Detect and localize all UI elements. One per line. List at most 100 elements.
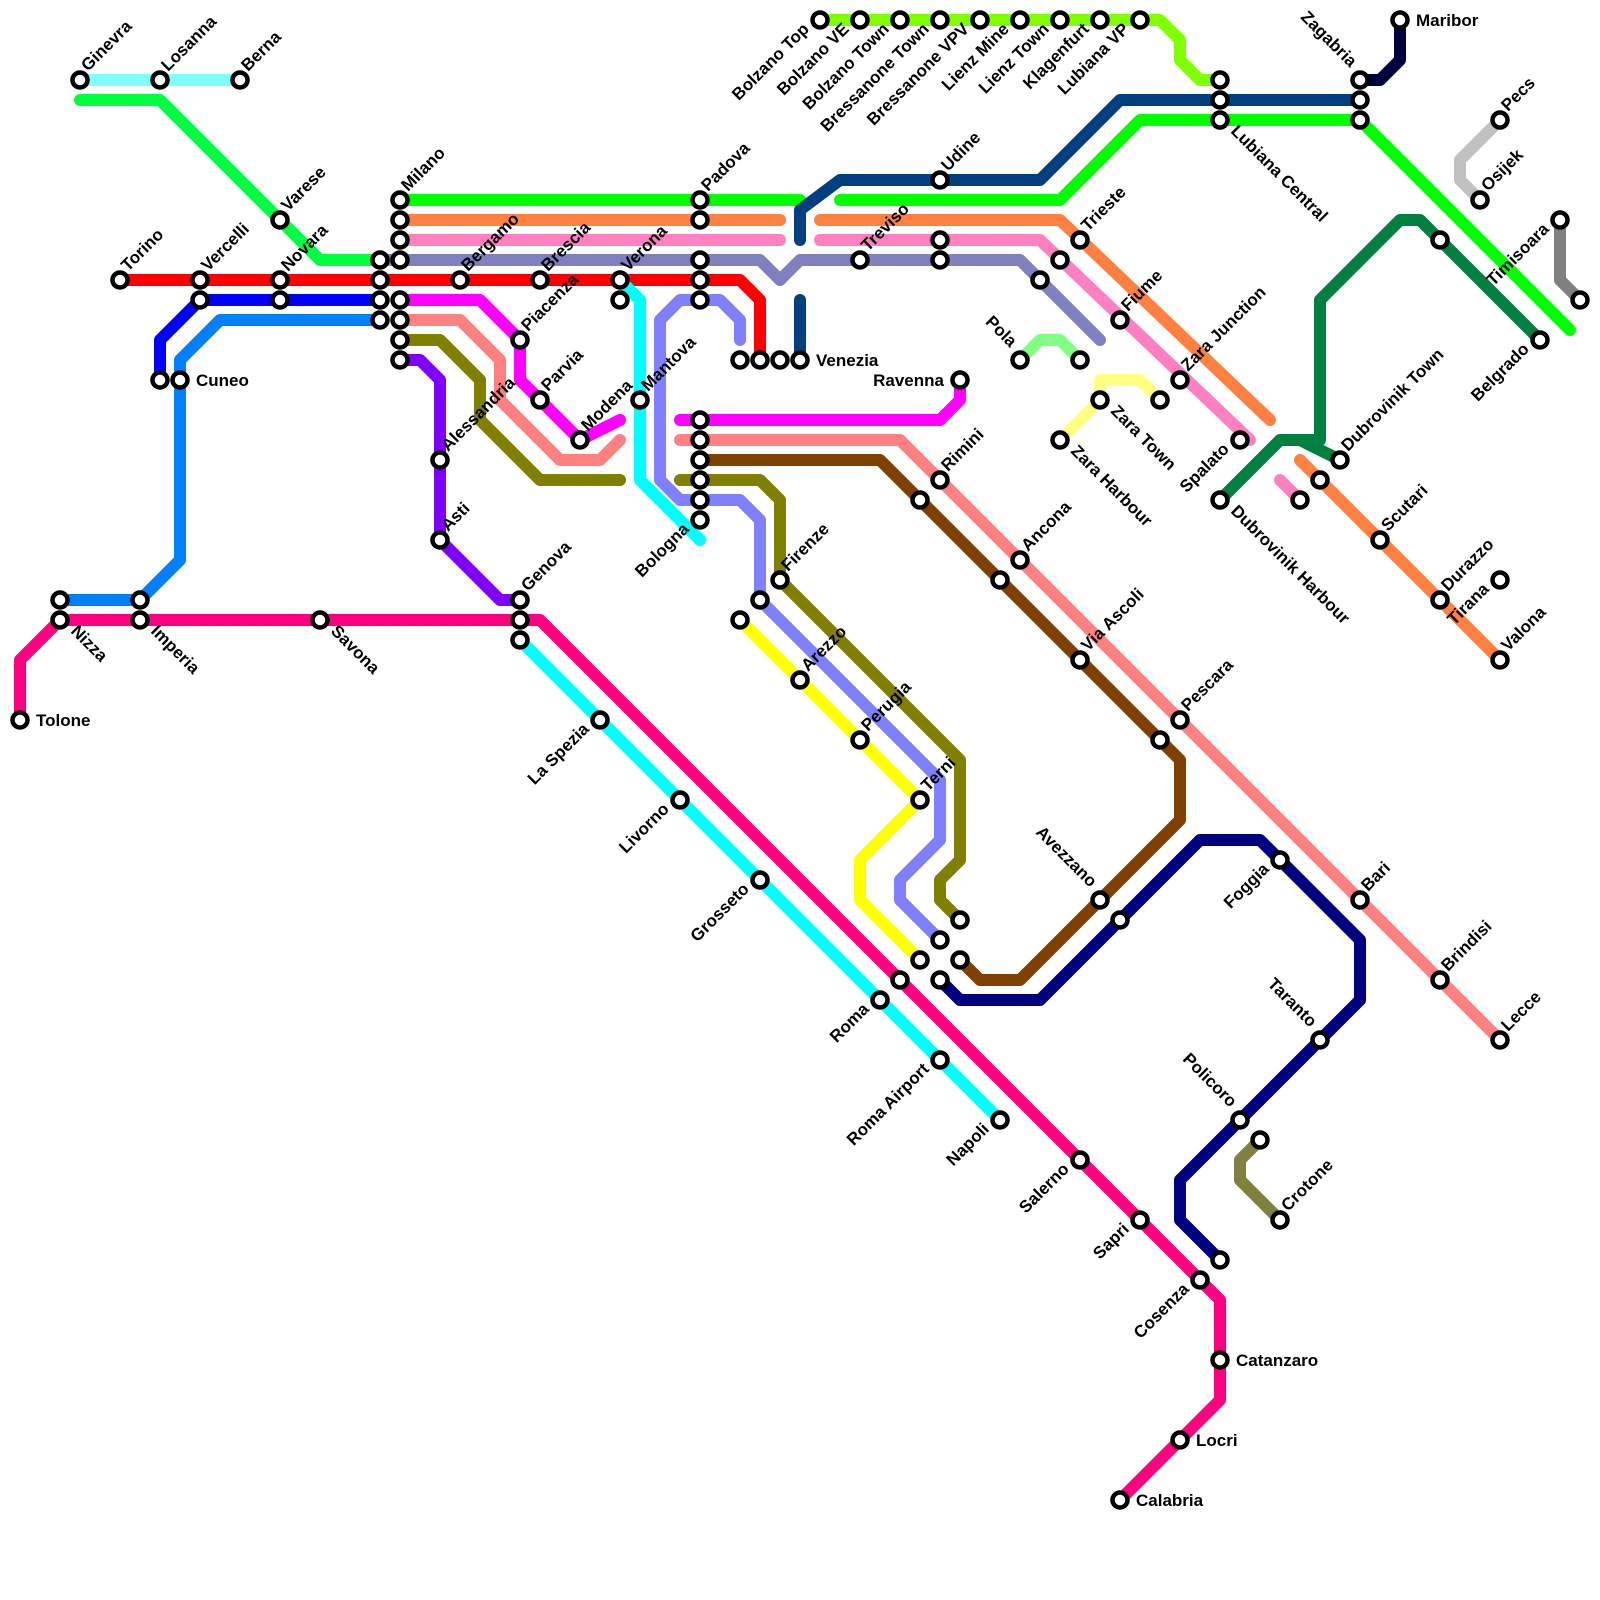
- interchange-marker[interactable]: [393, 333, 408, 348]
- station-marker-ravenna[interactable]: [953, 373, 968, 388]
- station-marker-piacenza[interactable]: [513, 333, 528, 348]
- station-marker-zagabria[interactable]: [1353, 73, 1368, 88]
- interchange-marker[interactable]: [1293, 493, 1308, 508]
- interchange-marker[interactable]: [1213, 93, 1228, 108]
- interchange-marker[interactable]: [693, 273, 708, 288]
- interchange-marker[interactable]: [693, 473, 708, 488]
- interchange-marker[interactable]: [193, 293, 208, 308]
- interchange-marker[interactable]: [513, 633, 528, 648]
- station-marker-losanna[interactable]: [153, 73, 168, 88]
- interchange-marker[interactable]: [1213, 73, 1228, 88]
- interchange-marker[interactable]: [993, 573, 1008, 588]
- interchange-marker[interactable]: [393, 353, 408, 368]
- station-marker-alessandria[interactable]: [433, 453, 448, 468]
- station-marker-scutari[interactable]: [1373, 533, 1388, 548]
- interchange-marker[interactable]: [693, 413, 708, 428]
- interchange-marker[interactable]: [393, 233, 408, 248]
- station-marker-calabria[interactable]: [1113, 1493, 1128, 1508]
- station-marker-la-spezia[interactable]: [593, 713, 608, 728]
- station-marker-pecs[interactable]: [1493, 113, 1508, 128]
- station-marker-lubiana-central[interactable]: [1213, 113, 1228, 128]
- interchange-marker[interactable]: [693, 493, 708, 508]
- station-marker-policoro[interactable]: [1233, 1113, 1248, 1128]
- station-marker-nizza[interactable]: [53, 613, 68, 628]
- station-marker-salerno[interactable]: [1073, 1153, 1088, 1168]
- interchange-marker[interactable]: [273, 293, 288, 308]
- station-marker-verona[interactable]: [613, 273, 628, 288]
- station-marker-bologna[interactable]: [693, 513, 708, 528]
- station-marker-pescara[interactable]: [1173, 713, 1188, 728]
- station-marker-cosenza[interactable]: [1193, 1273, 1208, 1288]
- station-marker-catanzaro[interactable]: [1213, 1353, 1228, 1368]
- interchange-marker[interactable]: [1213, 1253, 1228, 1268]
- station-marker-lubiana-vp[interactable]: [1133, 13, 1148, 28]
- interchange-marker[interactable]: [373, 313, 388, 328]
- station-marker-treviso[interactable]: [853, 253, 868, 268]
- interchange-marker[interactable]: [953, 913, 968, 928]
- interchange-marker[interactable]: [133, 593, 148, 608]
- station-marker-tirana[interactable]: [1493, 573, 1508, 588]
- interchange-marker[interactable]: [1353, 113, 1368, 128]
- interchange-marker[interactable]: [1033, 273, 1048, 288]
- interchange-marker[interactable]: [693, 293, 708, 308]
- interchange-marker[interactable]: [693, 433, 708, 448]
- station-marker-tolone[interactable]: [13, 713, 28, 728]
- interchange-marker[interactable]: [1253, 1133, 1268, 1148]
- station-marker-perugia[interactable]: [853, 733, 868, 748]
- station-marker-brescia[interactable]: [533, 273, 548, 288]
- interchange-marker[interactable]: [953, 953, 968, 968]
- station-marker-novara[interactable]: [273, 273, 288, 288]
- station-marker-parvia[interactable]: [533, 393, 548, 408]
- station-marker-rimini[interactable]: [933, 473, 948, 488]
- interchange-marker[interactable]: [373, 273, 388, 288]
- interchange-marker[interactable]: [913, 493, 928, 508]
- station-marker-modena[interactable]: [573, 433, 588, 448]
- station-marker-dubrovinik-town[interactable]: [1333, 453, 1348, 468]
- station-marker-bolzano-ve[interactable]: [853, 13, 868, 28]
- station-marker-terni[interactable]: [913, 793, 928, 808]
- interchange-marker[interactable]: [393, 313, 408, 328]
- station-marker-osijek[interactable]: [1473, 193, 1488, 208]
- station-marker-padova[interactable]: [693, 193, 708, 208]
- station-marker-berna[interactable]: [233, 73, 248, 88]
- station-marker-fiume[interactable]: [1113, 313, 1128, 328]
- interchange-marker[interactable]: [1433, 233, 1448, 248]
- interchange-marker[interactable]: [733, 353, 748, 368]
- station-marker-torino[interactable]: [113, 273, 128, 288]
- station-marker-varese[interactable]: [273, 213, 288, 228]
- station-marker-imperia[interactable]: [133, 613, 148, 628]
- interchange-marker[interactable]: [1153, 733, 1168, 748]
- station-marker-vercelli[interactable]: [193, 273, 208, 288]
- interchange-marker[interactable]: [1113, 913, 1128, 928]
- station-marker-durazzo[interactable]: [1433, 593, 1448, 608]
- station-marker-genova[interactable]: [513, 593, 528, 608]
- interchange-marker[interactable]: [693, 253, 708, 268]
- station-marker-mantova[interactable]: [633, 393, 648, 408]
- station-marker-zara-junction[interactable]: [1173, 373, 1188, 388]
- interchange-marker[interactable]: [933, 973, 948, 988]
- station-marker-lecce[interactable]: [1493, 1033, 1508, 1048]
- interchange-marker[interactable]: [613, 293, 628, 308]
- interchange-marker[interactable]: [393, 213, 408, 228]
- station-marker-valona[interactable]: [1493, 653, 1508, 668]
- station-marker-bergamo[interactable]: [453, 273, 468, 288]
- interchange-marker[interactable]: [1073, 353, 1088, 368]
- station-marker-napoli[interactable]: [993, 1113, 1008, 1128]
- station-marker-bressanone-town[interactable]: [933, 13, 948, 28]
- station-marker-pola[interactable]: [1013, 353, 1028, 368]
- interchange-marker[interactable]: [373, 293, 388, 308]
- interchange-marker[interactable]: [693, 213, 708, 228]
- interchange-marker[interactable]: [1313, 473, 1328, 488]
- station-marker-avezzano[interactable]: [1093, 893, 1108, 908]
- station-marker-crotone[interactable]: [1273, 1213, 1288, 1228]
- interchange-marker[interactable]: [53, 593, 68, 608]
- station-marker-taranto[interactable]: [1313, 1033, 1328, 1048]
- interchange-marker[interactable]: [1353, 93, 1368, 108]
- interchange-marker[interactable]: [753, 593, 768, 608]
- station-marker-cuneo[interactable]: [173, 373, 188, 388]
- station-marker-zara-harbour[interactable]: [1053, 433, 1068, 448]
- interchange-marker[interactable]: [153, 373, 168, 388]
- station-marker-udine[interactable]: [933, 173, 948, 188]
- station-marker-roma-airport[interactable]: [933, 1053, 948, 1068]
- station-marker-ancona[interactable]: [1013, 553, 1028, 568]
